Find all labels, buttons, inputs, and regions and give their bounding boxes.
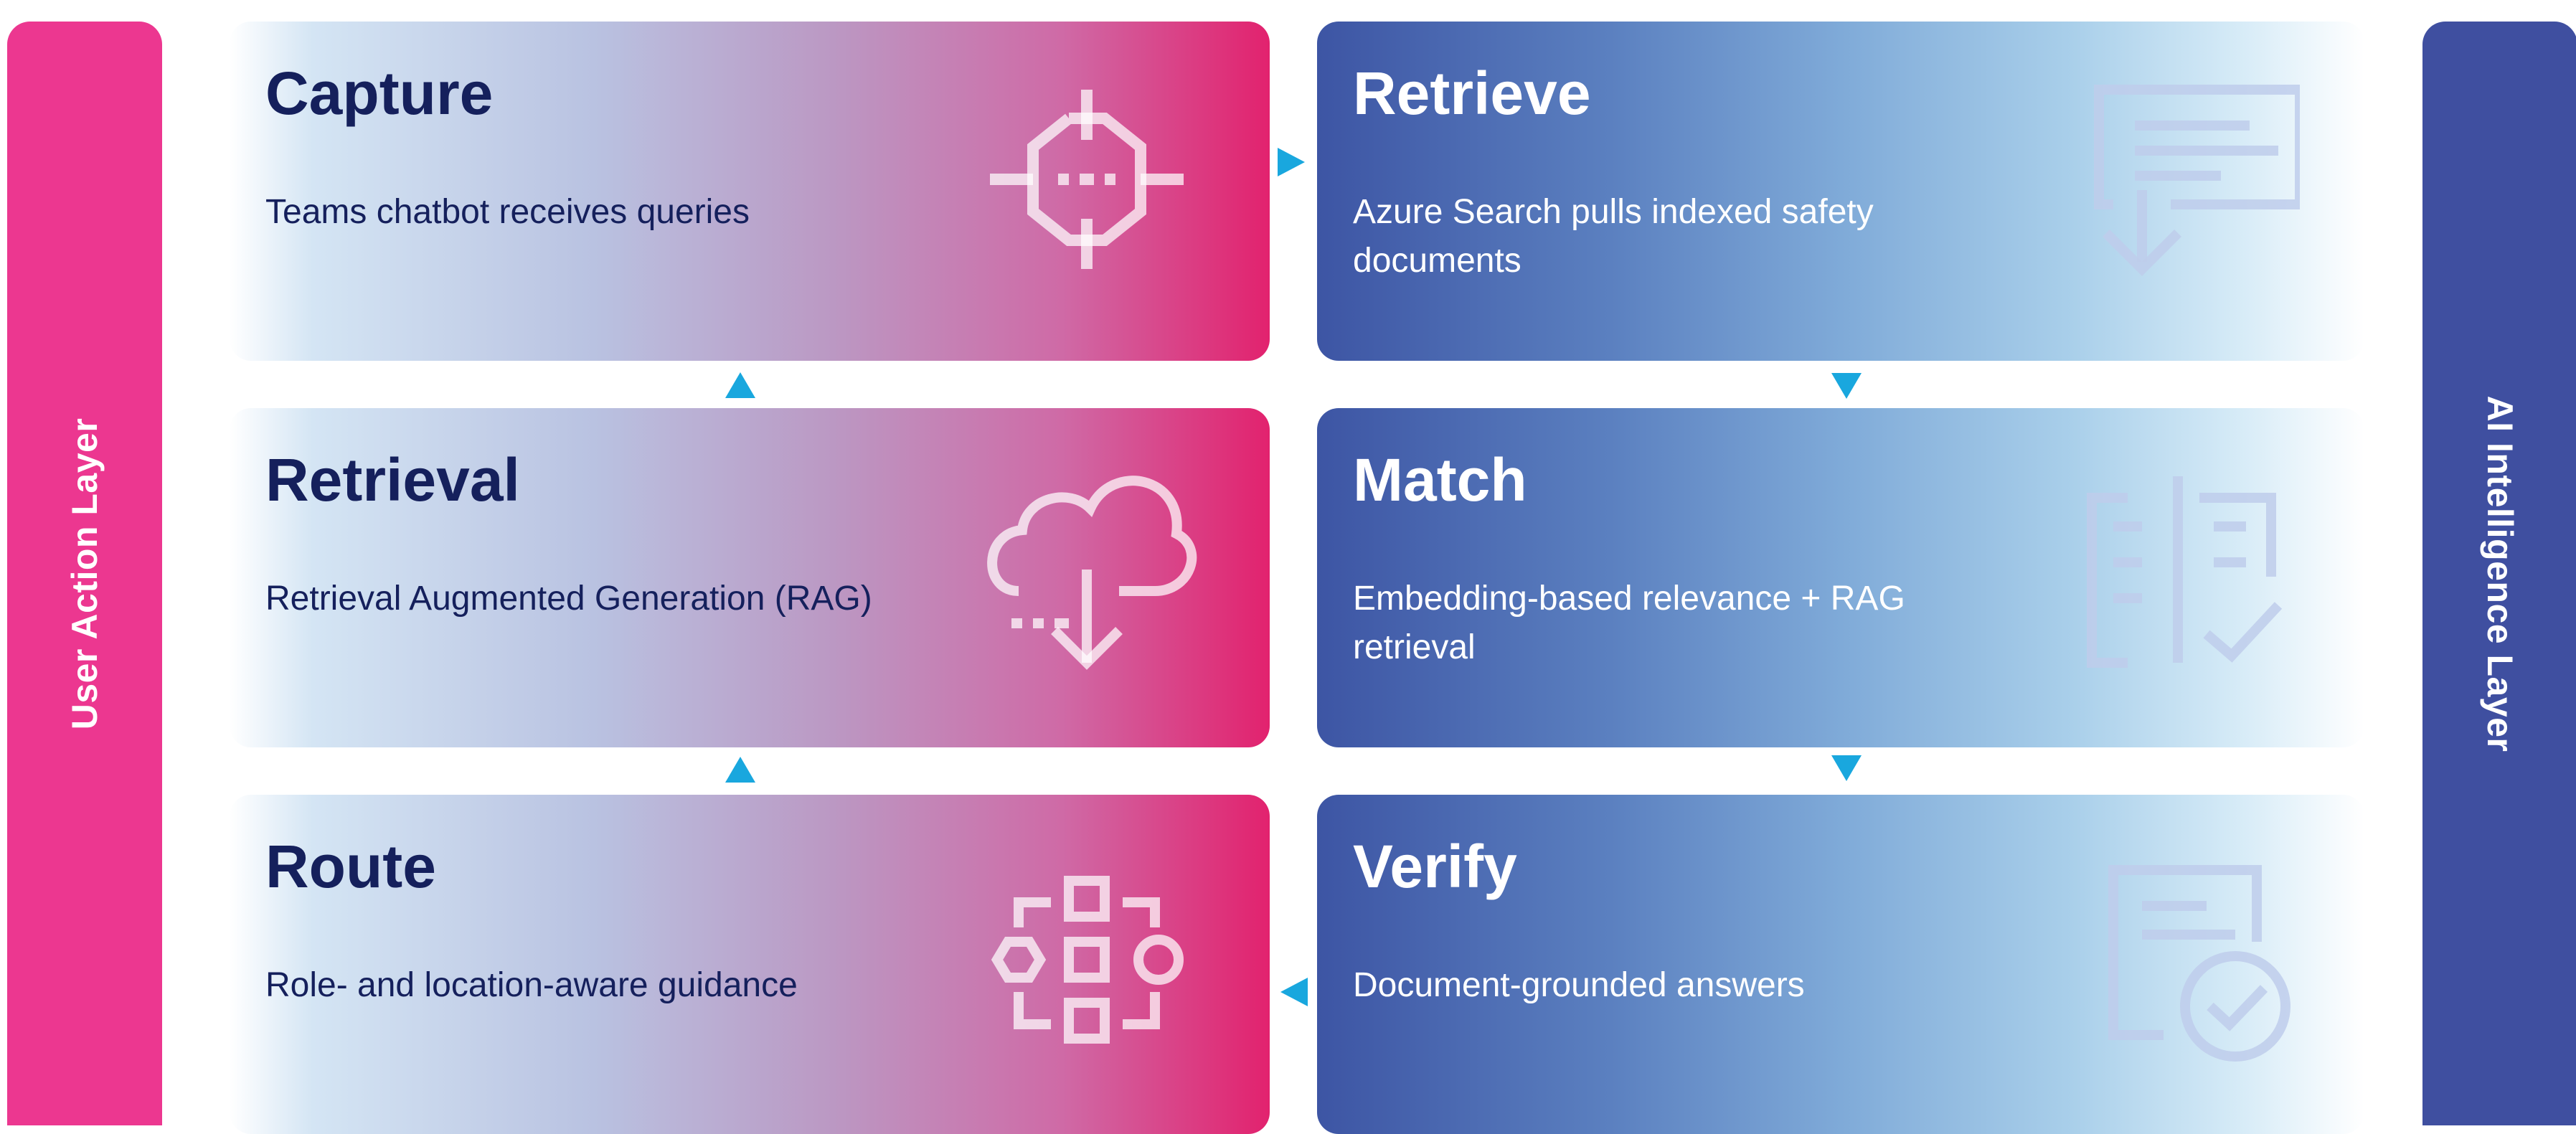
route-card: Route Role- and location-aware guidance: [230, 795, 1270, 1134]
user-action-layer-bar: User Action Layer: [7, 22, 162, 1125]
compare-documents-icon: [2063, 448, 2300, 684]
ai-intelligence-layer-bar: AI Intelligence Layer: [2422, 22, 2576, 1125]
route-description: Role- and location-aware guidance: [265, 966, 798, 1004]
document-check-icon: [2063, 834, 2300, 1071]
retrieval-card: Retrieval Retrieval Augmented Generation…: [230, 408, 1270, 747]
verify-description: Document-grounded answers: [1353, 966, 1805, 1004]
routing-blocks-icon: [968, 834, 1205, 1071]
retrieve-card: Retrieve Azure Search pulls indexed safe…: [1317, 22, 2364, 361]
flow-arrow-route-to-retrieval: [725, 757, 755, 783]
match-description: Embedding-based relevance + RAG retrieva…: [1353, 580, 1905, 666]
verify-title: Verify: [1353, 833, 1517, 900]
retrieve-description: Azure Search pulls indexed safety docume…: [1353, 193, 1874, 280]
capture-description: Teams chatbot receives queries: [265, 193, 750, 231]
route-title: Route: [265, 833, 436, 900]
flow-arrow-retrieval-to-capture: [725, 372, 755, 398]
capture-card: Capture Teams chatbot receives queries: [230, 22, 1270, 361]
user-action-layer-label: User Action Layer: [65, 417, 105, 729]
document-download-icon: [2063, 61, 2300, 298]
flow-arrow-capture-to-retrieve: [1278, 148, 1305, 176]
capture-title: Capture: [265, 60, 494, 127]
flow-arrow-retrieve-to-match: [1831, 373, 1862, 399]
retrieval-description: Retrieval Augmented Generation (RAG): [265, 580, 872, 618]
retrieve-title: Retrieve: [1353, 60, 1591, 127]
cloud-download-icon: [968, 448, 1205, 684]
verify-card: Verify Document-grounded answers: [1317, 795, 2364, 1134]
ai-intelligence-layer-label: AI Intelligence Layer: [2480, 395, 2520, 752]
crosshair-target-icon: [968, 61, 1205, 298]
match-title: Match: [1353, 446, 1527, 514]
retrieval-title: Retrieval: [265, 446, 520, 514]
match-card: Match Embedding-based relevance + RAG re…: [1317, 408, 2364, 747]
flow-arrow-match-to-verify: [1831, 755, 1862, 781]
flow-arrow-verify-to-route: [1280, 978, 1308, 1006]
